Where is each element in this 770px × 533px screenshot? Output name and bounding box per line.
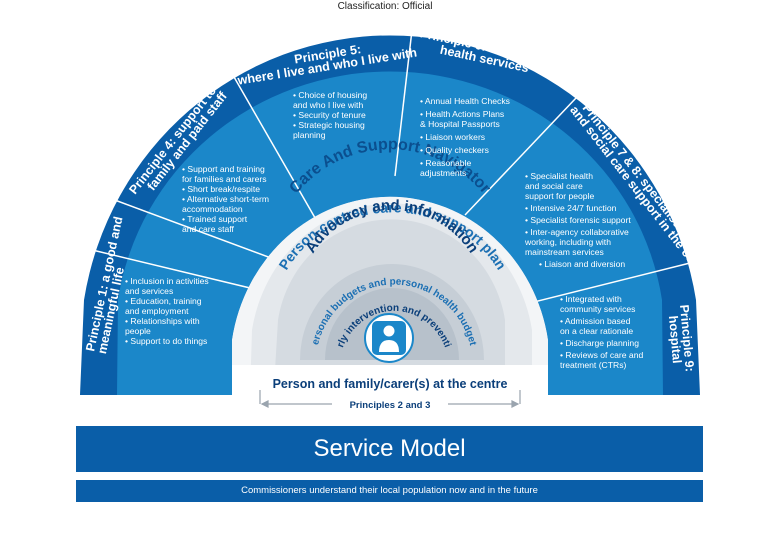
- svg-text:• Inclusion in activities: • Inclusion in activities: [125, 276, 209, 286]
- svg-text:community services: community services: [560, 304, 635, 314]
- centre-label: Person and family/carer(s) at the centre: [273, 377, 508, 391]
- svg-text:and care staff: and care staff: [182, 224, 235, 234]
- svg-text:• Short break/respite: • Short break/respite: [182, 184, 260, 194]
- svg-text:and services: and services: [125, 286, 173, 296]
- svg-text:• Support to do things: • Support to do things: [125, 336, 207, 346]
- svg-text:• Strategic housing: • Strategic housing: [293, 120, 365, 130]
- svg-text:mainstream services: mainstream services: [525, 247, 604, 257]
- svg-text:• Annual Health Checks: • Annual Health Checks: [420, 96, 510, 106]
- svg-text:• Inter-agency collaborative: • Inter-agency collaborative: [525, 227, 629, 237]
- svg-text:and social care: and social care: [525, 181, 583, 191]
- svg-text:people: people: [125, 326, 151, 336]
- svg-text:• Reviews of care and: • Reviews of care and: [560, 350, 643, 360]
- service-model-bar: Service Model: [76, 426, 703, 472]
- svg-text:• Relationships with: • Relationships with: [125, 316, 200, 326]
- commissioners-bar: Commissioners understand their local pop…: [76, 480, 703, 502]
- principle-1-items: • Inclusion in activities and services •…: [125, 276, 209, 346]
- classification-label: Classification: Official: [337, 1, 433, 12]
- svg-text:on a clear rationale: on a clear rationale: [560, 326, 633, 336]
- outer-band: [80, 29, 700, 396]
- svg-text:• Admission based: • Admission based: [560, 316, 631, 326]
- principle-6-items: • Annual Health Checks • Health Actions …: [420, 96, 510, 178]
- svg-text:adjustments: adjustments: [420, 168, 466, 178]
- svg-text:• Support and training: • Support and training: [182, 164, 265, 174]
- svg-text:for families and carers: for families and carers: [182, 174, 267, 184]
- principle-5-items: • Choice of housing and who I live with …: [293, 90, 367, 140]
- svg-text:• Health Actions Plans: • Health Actions Plans: [420, 109, 504, 119]
- svg-text:support for people: support for people: [525, 191, 594, 201]
- svg-text:• Alternative short-term: • Alternative short-term: [182, 194, 269, 204]
- svg-text:• Liaison workers: • Liaison workers: [420, 132, 485, 142]
- svg-text:• Discharge planning: • Discharge planning: [560, 338, 639, 348]
- svg-text:• Specialist health: • Specialist health: [525, 171, 593, 181]
- svg-text:working, including with: working, including with: [524, 237, 611, 247]
- inner-rings: [232, 196, 548, 395]
- svg-text:• Trained support: • Trained support: [182, 214, 248, 224]
- svg-text:and who I live with: and who I live with: [293, 100, 363, 110]
- principle-9-title: Principle 9: hospital: [665, 304, 697, 377]
- svg-text:• Quality checkers: • Quality checkers: [420, 145, 489, 155]
- svg-text:• Intensive 24/7 function: • Intensive 24/7 function: [525, 203, 617, 213]
- svg-text:& Hospital Passports: & Hospital Passports: [420, 119, 500, 129]
- svg-text:• Specialist forensic support: • Specialist forensic support: [525, 215, 631, 225]
- svg-text:• Integrated with: • Integrated with: [560, 294, 622, 304]
- svg-text:planning: planning: [293, 130, 326, 140]
- svg-text:• Liaison and diversion: • Liaison and diversion: [539, 259, 625, 269]
- person-icon: [364, 313, 414, 363]
- svg-text:• Security of tenure: • Security of tenure: [293, 110, 366, 120]
- principle-7-8-items: • Specialist health and social care supp…: [524, 171, 631, 269]
- svg-text:and employment: and employment: [125, 306, 189, 316]
- principles-2-3-label: Principles 2 and 3: [350, 400, 431, 411]
- svg-text:• Education, training: • Education, training: [125, 296, 202, 306]
- svg-text:treatment (CTRs): treatment (CTRs): [560, 360, 627, 370]
- principle-4-items: • Support and training for families and …: [182, 164, 269, 234]
- svg-text:Principle 9: hospital: Principle 9: hospital: [665, 304, 697, 377]
- svg-text:• Choice of housing: • Choice of housing: [293, 90, 367, 100]
- principles-2-3-bracket: [259, 390, 521, 408]
- svg-text:accommodation: accommodation: [182, 204, 243, 214]
- principle-9-items: • Integrated with community services • A…: [560, 294, 643, 370]
- svg-text:• Reasonable: • Reasonable: [420, 158, 471, 168]
